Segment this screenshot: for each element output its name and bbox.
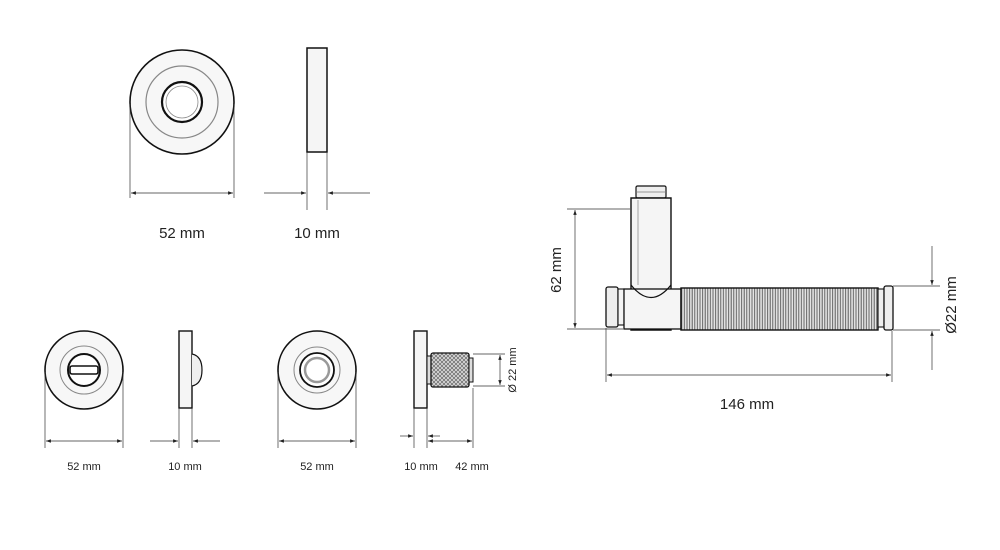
knob-diameter-label: Ø 22 mm — [507, 347, 519, 392]
cylinder-rose-thickness-label: 10 mm — [404, 461, 438, 473]
rose-side-view — [264, 47, 370, 210]
wc-rose-thickness-label: 10 mm — [168, 461, 202, 473]
lever-diameter-label: Ø22 mm — [943, 276, 960, 334]
knob-length-label: 42 mm — [455, 461, 489, 473]
rose-thickness-label: 10 mm — [294, 225, 340, 242]
cylinder-rose-diameter-label: 52 mm — [300, 461, 334, 473]
rose-diameter-label: 52 mm — [159, 225, 205, 242]
lever-height-label: 62 mm — [548, 247, 565, 293]
lever-length-label: 146 mm — [720, 396, 774, 413]
lever-handle-view — [567, 185, 940, 382]
wc-rose-front-view — [44, 330, 124, 448]
wc-rose-side-view — [150, 330, 220, 448]
cylinder-rose-front-view — [277, 330, 357, 448]
wc-rose-diameter-label: 52 mm — [67, 461, 101, 473]
cylinder-rose-side-view — [400, 330, 505, 448]
rose-front-view — [129, 49, 235, 198]
